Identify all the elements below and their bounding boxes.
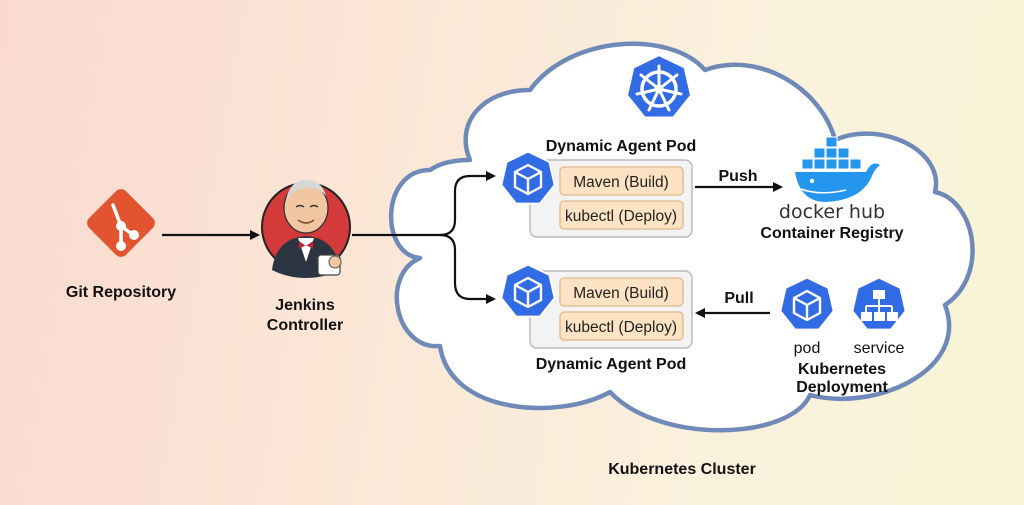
git-repository-label: Git Repository [66,284,176,301]
kubernetes-deployment-label-line2: Deployment [796,379,888,396]
jenkins-label-line1: Jenkins [275,297,335,314]
agent-bottom-maven-text: Maven (Build) [573,285,669,302]
agent-bottom-kubectl-box [559,311,684,341]
git-repository-node: Git Repository [66,189,176,301]
connectors [162,171,783,318]
kubernetes-cluster-label: Kubernetes Cluster [608,461,756,478]
jenkins-label-line2: Controller [267,317,343,334]
agent-pod-top: Dynamic Agent Pod Maven (Build) kubectl … [500,138,697,238]
agent-top-maven-box [559,166,684,196]
agent-top-pod-icon [500,150,556,205]
deployment-pod-icon [779,276,835,331]
agent-bottom-maven-box [559,277,684,307]
deployment-service-icon [851,276,907,331]
git-icon [87,189,155,257]
docker-hub-logo-text: docker hub [779,201,885,223]
agent-pod-bottom-label: Dynamic Agent Pod [536,356,687,373]
agent-top-kubectl-text: kubectl (Deploy) [565,208,677,225]
pull-label: Pull [724,290,753,307]
kubernetes-deployment-label-line1: Kubernetes [798,361,886,378]
jenkins-to-agents-connector [352,174,471,237]
agent-bottom-kubectl-text: kubectl (Deploy) [565,319,677,336]
kubernetes-helm-icon [625,54,693,119]
jenkins-controller-node: Jenkins Controller [261,180,351,334]
docker-whale-icon [795,136,880,202]
pod-label: pod [794,340,821,357]
jenkins-butler-icon [261,180,351,278]
container-registry-label: Container Registry [760,225,903,242]
agent-top-kubectl-box [559,200,684,230]
jenkins-to-bottom-agent-connector [439,233,471,301]
agent-pod-top-label: Dynamic Agent Pod [546,138,697,155]
agent-bottom-pod-icon [500,263,556,318]
service-label: service [854,340,905,357]
kubernetes-deployment-node: pod service Kubernetes Deployment [779,276,907,396]
agent-pod-bottom: Maven (Build) kubectl (Deploy) Dynamic A… [500,263,693,373]
container-registry-node: docker hub Container Registry [760,136,904,242]
agent-top-maven-text: Maven (Build) [573,174,669,191]
push-label: Push [718,168,757,185]
